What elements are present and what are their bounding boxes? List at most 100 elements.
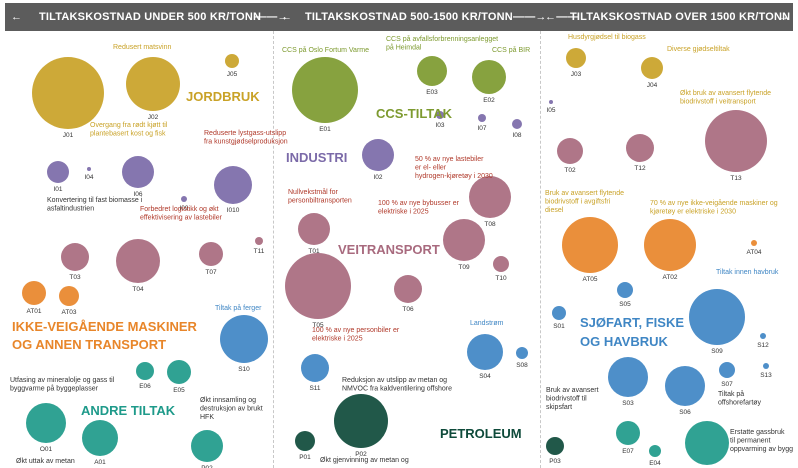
annotation-label: fra kunstgjødselproduksjon <box>204 139 288 146</box>
bubble-t09 <box>443 219 485 261</box>
bubble-id-label: P02 <box>201 465 213 468</box>
annotation-label: Økt gjenvinning av metan og <box>320 457 409 464</box>
annotation-label: effektivisering av lastebiler <box>140 215 223 222</box>
bubble-s11 <box>301 354 329 382</box>
annotation-label: 100 % av nye personbiler er <box>312 327 400 334</box>
bubble-s06 <box>665 366 705 406</box>
bubble-id-label: S03 <box>622 400 634 407</box>
annotation-label: biodrivstoff i veitransport <box>680 99 756 106</box>
annotation-label: Nullvekstmål for <box>288 188 338 196</box>
bubble-s12 <box>760 333 766 339</box>
annotation-label: kjøretøy er elektriske i 2030 <box>650 209 736 216</box>
sector-title-ccs: CCS-TILTAK <box>376 106 453 121</box>
bubble-id-label: AT01 <box>26 308 41 315</box>
annotation-label: biodrivstoff i avgiftsfri <box>545 199 611 206</box>
bubble-id-label: J02 <box>148 114 159 121</box>
annotation-label: biodrivstoff til <box>546 396 587 403</box>
bubble-p02 <box>334 394 388 448</box>
bubble-s01 <box>552 306 566 320</box>
bubble-id-label: I01 <box>53 186 62 193</box>
bubble-id-label: A01 <box>94 459 106 466</box>
bubble-t02 <box>557 138 583 164</box>
bubble-id-label: S07 <box>721 381 733 388</box>
bubble-id-label: P01 <box>299 454 311 461</box>
arrow-left-icon: ← <box>11 11 23 23</box>
bubble-j05 <box>225 54 239 68</box>
annotation-label: 100 % av nye bybusser er <box>378 200 460 207</box>
header-high-cost: TILTAKSKOSTNAD OVER 1500 KR/TONN <box>570 11 791 23</box>
annotation-label: elektriske i 2025 <box>378 209 429 216</box>
bubble-i01 <box>47 161 69 183</box>
bubble-i03 <box>436 111 444 119</box>
bubble-at02 <box>644 219 696 271</box>
bubble-t11 <box>255 237 263 245</box>
bubble-s13 <box>763 363 769 369</box>
annotation-label: Tiltak innen havbruk <box>716 269 779 276</box>
bubble-s05 <box>617 282 633 298</box>
bubble-t12 <box>626 134 654 162</box>
bubble-id-label: I06 <box>133 191 142 198</box>
bubble-o01 <box>26 403 66 443</box>
arrow-left-icon: ←—— <box>545 11 579 23</box>
bubble-at04 <box>751 240 757 246</box>
bubble-t13 <box>705 110 767 172</box>
bubble-t07 <box>199 242 223 266</box>
annotation-label: skipsfart <box>546 404 572 411</box>
annotation-label: CCS på Oslo Fortum Varme <box>282 46 369 54</box>
bubble-e06 <box>136 362 154 380</box>
annotation-label: er el- eller <box>415 165 447 172</box>
annotation-label: Redusert matsvinn <box>113 44 171 51</box>
bubble-j04 <box>641 57 663 79</box>
annotation-label: CCS på avfallsforbrenningsanlegget <box>386 35 498 43</box>
bubble-id-label: E02 <box>483 97 495 104</box>
sector-title-veitransport: VEITRANSPORT <box>338 242 440 257</box>
bubble-id-label: T13 <box>730 175 742 182</box>
bubble-at03 <box>59 286 79 306</box>
bubble-e04 <box>649 445 661 457</box>
bubble-id-label: T08 <box>484 221 496 228</box>
bubble-i05 <box>549 100 553 104</box>
sector-title-maskiner: OG ANNEN TRANSPORT <box>12 337 166 352</box>
bubble-id-label: S04 <box>479 373 491 380</box>
header-low-cost: TILTAKSKOSTNAD UNDER 500 KR/TONN <box>39 11 262 23</box>
annotation-label: destruksjon av brukt <box>200 406 263 413</box>
bubble-e05 <box>167 360 191 384</box>
sector-title-sjofart: OG HAVBRUK <box>580 334 668 349</box>
bubble-id-label: I010 <box>227 207 240 214</box>
bubble-id-label: T11 <box>254 248 265 255</box>
bubble-id-label: I05 <box>546 107 555 114</box>
annotation-label: Overgang fra rødt kjøtt til <box>90 122 168 129</box>
bubble-id-label: E07 <box>622 448 634 455</box>
annotation-label: plantebasert kost og fisk <box>90 131 166 138</box>
bubble-id-label: T02 <box>564 167 576 174</box>
bubble-s03 <box>608 357 648 397</box>
annotation-label: Landstrøm <box>470 320 504 327</box>
annotation-label: HFK <box>200 414 214 421</box>
annotation-label: Husdyrgjødsel til biogass <box>568 34 646 41</box>
bubble-at01 <box>22 281 46 305</box>
bubble-id-label: I08 <box>512 132 521 139</box>
annotation-label: 70 % av nye ikke-veigående maskiner og <box>650 199 778 207</box>
bubble-id-label: P02 <box>355 451 367 458</box>
annotation-label: offshorefartøy <box>718 400 762 407</box>
annotation-label: Økt uttak av metan <box>16 458 75 465</box>
bubble-id-label: S10 <box>238 366 250 373</box>
bubble-id-label: E04 <box>649 460 661 467</box>
annotation-label: Tiltak på ferger <box>215 304 262 312</box>
bubble-id-label: O01 <box>40 446 53 453</box>
bubble-i02 <box>362 139 394 171</box>
bubble-id-label: S01 <box>553 323 565 330</box>
bubble-e03 <box>417 56 447 86</box>
bubble-id-label: T07 <box>205 269 217 276</box>
bubble-id-label: J03 <box>571 71 582 78</box>
sector-title-petroleum: PETROLEUM <box>440 426 522 441</box>
bubble-j03 <box>566 48 586 68</box>
bubble-s10 <box>220 315 268 363</box>
bubble-t04 <box>116 239 160 283</box>
annotation-label: hydrogen-kjøretøy i 2030 <box>415 173 493 180</box>
bubble-p01 <box>295 431 315 451</box>
annotation-label: Diverse gjødseltiltak <box>667 46 730 53</box>
arrow-right-icon: → <box>778 11 790 23</box>
bubble-j02 <box>126 57 180 111</box>
annotation-label: Økt bruk av avansert flytende <box>680 90 771 97</box>
